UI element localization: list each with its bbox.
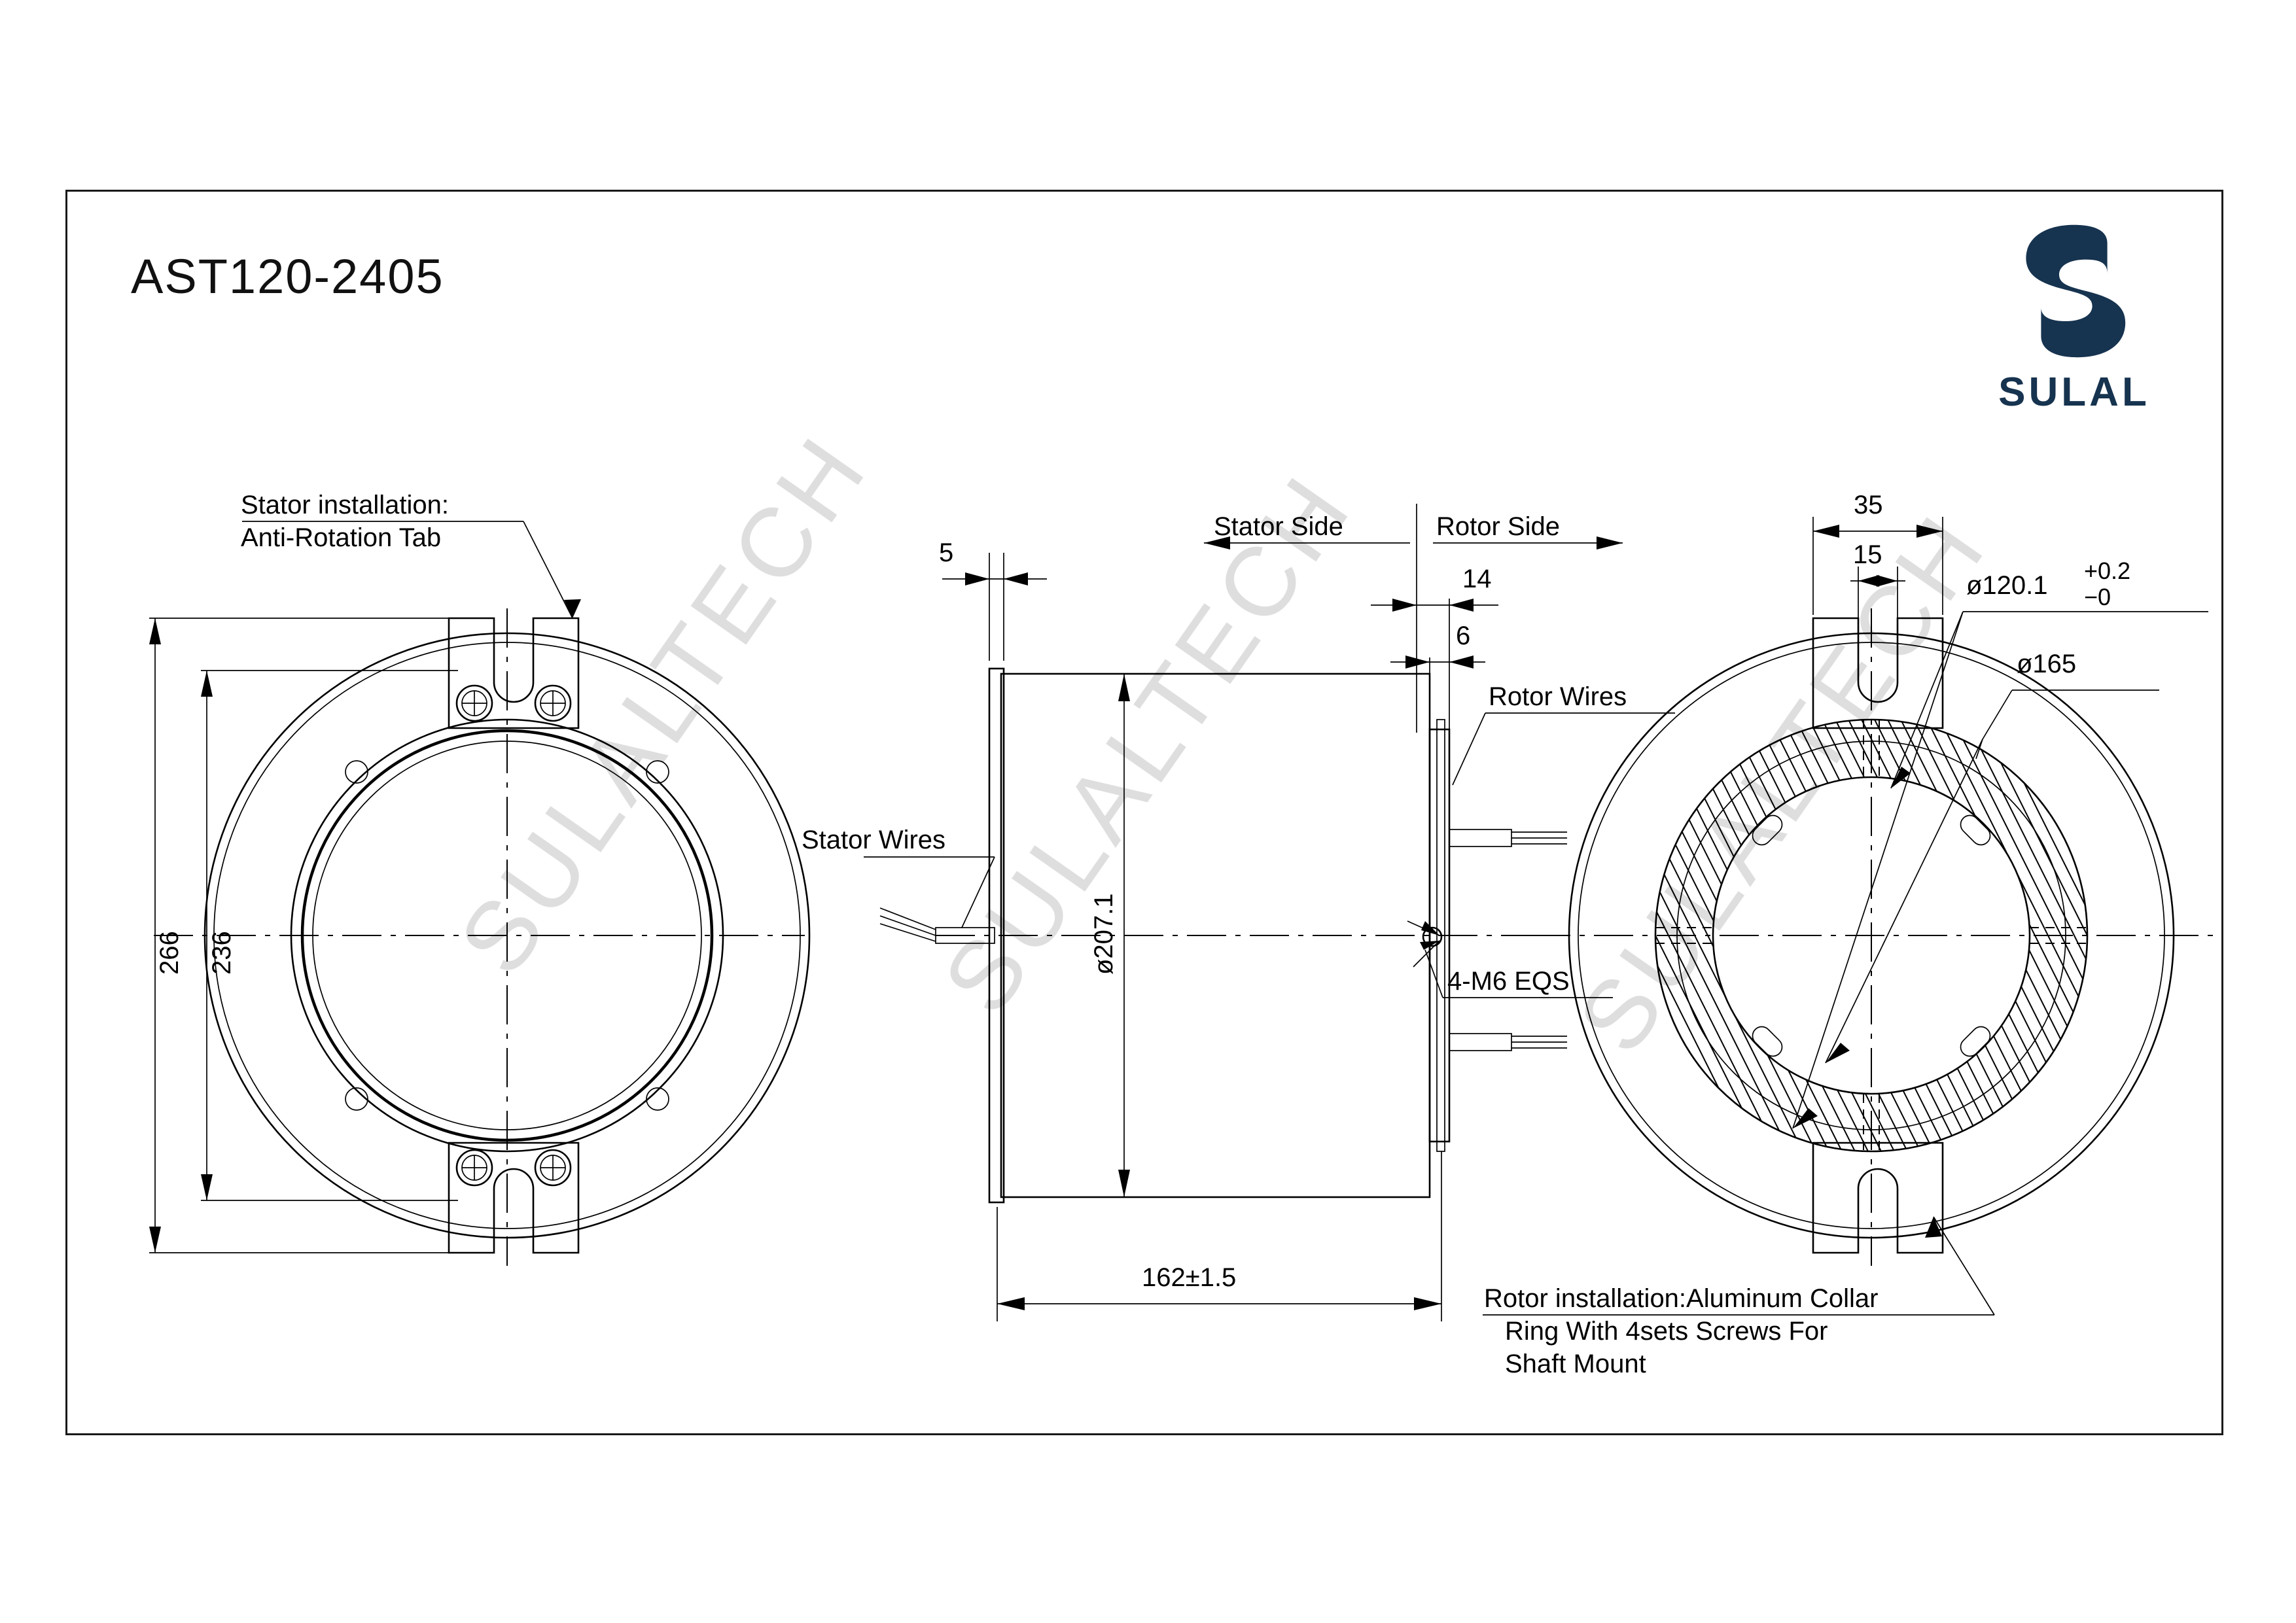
rotor-wires-lower (1449, 1033, 1567, 1051)
dim-14-label: 14 (1462, 565, 1492, 593)
m6-thread-label: 4-M6 EQS (1447, 967, 1570, 996)
rotor-install-line1: Rotor installation:Aluminum Collar (1484, 1284, 1878, 1313)
collar-slots (1752, 814, 1991, 1057)
dim-14: 14 (1371, 565, 1498, 733)
stator-install-callout: Stator installation: Anti-Rotation Tab (241, 491, 581, 619)
middle-section-view: Stator Wires Rotor Wires (802, 504, 1675, 1321)
stator-wires: Stator Wires (802, 826, 995, 944)
stator-side-indicator: Stator Side (1204, 512, 1410, 550)
dim-d207: ø207.1 (1008, 673, 1184, 1198)
stator-install-line1: Stator installation: (241, 491, 449, 519)
drawing-border (65, 190, 2223, 1435)
collar-screws (1655, 720, 2087, 1151)
collar-inner (1712, 776, 2031, 1095)
watermark-right: SULALTECH (1557, 493, 2008, 1072)
collar-outer (1654, 718, 2089, 1153)
dim-162: 162±1.5 (997, 1151, 1442, 1321)
mid-circle (290, 718, 724, 1153)
screw-bottom-right (534, 1149, 572, 1187)
screw-top-left (455, 684, 493, 722)
dim-266: 266 (149, 618, 458, 1253)
dim-d120-base: ø120.1 (1966, 571, 2048, 600)
left-front-view: Stator installation: Anti-Rotation Tab 2… (149, 491, 811, 1266)
dim-6: 6 (1390, 621, 1485, 733)
hole-top-right (646, 760, 669, 784)
outer-circle-right-inner (1578, 642, 2165, 1229)
brand-logo: SULAL (1976, 216, 2172, 415)
dim-266-label: 266 (155, 931, 184, 975)
dim-5-label: 5 (939, 538, 953, 567)
dim-5: 5 (939, 538, 1047, 661)
outer-circle-inner (213, 642, 801, 1229)
bore-circle (312, 741, 702, 1130)
rotor-wires-upper (1449, 829, 1567, 847)
page-title: AST120-2405 (131, 249, 444, 304)
outer-circle (203, 632, 811, 1239)
hole-bottom-right (646, 1087, 669, 1111)
anti-rotation-tab-bottom-right (1812, 1142, 1944, 1254)
screw-bottom-left (455, 1149, 493, 1187)
brand-name: SULAL (1998, 370, 2150, 415)
hole-bottom-left (345, 1087, 368, 1111)
rotor-wires-label: Rotor Wires (1489, 682, 1627, 711)
dim-236-label: 236 (207, 931, 236, 975)
dim-15-label: 15 (1853, 540, 1882, 569)
dim-d120-tol: ø120.1 +0.2 −0 (1792, 557, 2208, 1129)
dim-d165: ø165 (1825, 650, 2159, 1064)
dim-35: 35 (1812, 491, 1943, 615)
anti-rotation-tab-bottom (448, 1142, 580, 1254)
dim-35-label: 35 (1854, 491, 1883, 519)
stator-wires-label: Stator Wires (802, 826, 945, 854)
rotor-side-label: Rotor Side (1436, 512, 1560, 541)
hole-top-left (345, 760, 368, 784)
dim-d207-label: ø207.1 (1089, 893, 1118, 975)
dim-d120-lower: −0 (2084, 584, 2111, 610)
stator-side-label: Stator Side (1214, 512, 1343, 541)
dim-15: 15 (1850, 540, 1905, 654)
rotor-wires-callout: Rotor Wires (1452, 682, 1675, 786)
stator-install-line2: Anti-Rotation Tab (241, 523, 441, 552)
watermark-left: SULALTECH (438, 415, 889, 994)
anti-rotation-tab-top (448, 617, 580, 729)
rotor-install-line3: Shaft Mount (1505, 1350, 1646, 1378)
m6-thread-callout: 4-M6 EQS (1407, 920, 1613, 998)
outer-circle-right (1568, 632, 2175, 1239)
collar-mid (1676, 741, 2066, 1130)
dim-d120-upper: +0.2 (2084, 557, 2130, 584)
dim-236: 236 (201, 670, 458, 1201)
rotor-side-indicator: Rotor Side (1433, 512, 1623, 550)
rotor-install-callout: Rotor installation:Aluminum Collar Ring … (1483, 1216, 1995, 1378)
screw-top-right (534, 684, 572, 722)
rotor-install-line2: Ring With 4sets Screws For (1505, 1317, 1828, 1346)
sulal-s-icon (2026, 224, 2126, 358)
anti-rotation-tab-top-right (1812, 617, 1944, 729)
dim-d165-label: ø165 (2017, 650, 2076, 678)
mid-circle-thick (300, 729, 714, 1142)
dim-162-label: 162±1.5 (1142, 1263, 1236, 1292)
dim-6-label: 6 (1456, 621, 1470, 650)
